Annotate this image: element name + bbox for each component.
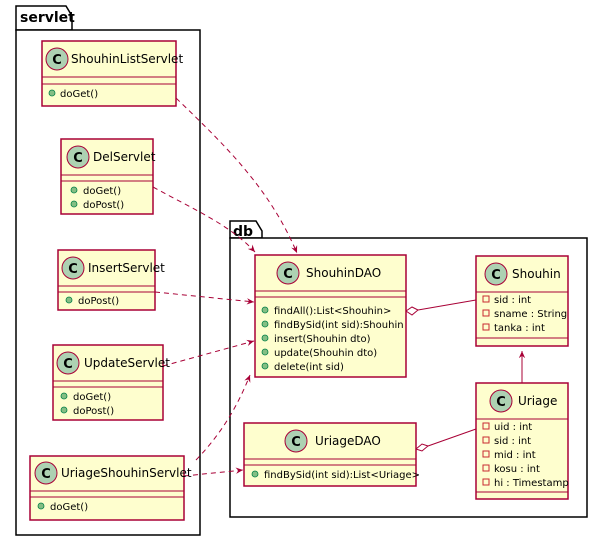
class-name: UriageShouhinServlet xyxy=(61,466,192,480)
public-method-icon xyxy=(48,89,56,97)
class-name: InsertServlet xyxy=(88,261,165,275)
class-shouhinlistservlet[interactable]: C ShouhinListServlet doGet() xyxy=(41,40,183,107)
class-name: ShouhinListServlet xyxy=(71,52,183,66)
dependency-uriageshouhin-to-uriagedao xyxy=(183,467,244,477)
class-name: UriageDAO xyxy=(315,434,381,448)
class-badge-icon xyxy=(276,261,300,285)
class-badge-icon xyxy=(66,145,90,169)
public-method-icon xyxy=(60,392,68,400)
class-badge-icon xyxy=(45,47,69,71)
method: doPost() xyxy=(83,200,124,211)
svg-text:C: C xyxy=(52,53,62,68)
field: kosu : int xyxy=(494,464,540,475)
class-badge-icon xyxy=(284,429,308,453)
public-method-icon xyxy=(261,306,269,314)
class-updateservlet[interactable]: C UpdateServlet doGet() doPost() xyxy=(52,344,170,421)
svg-text:C: C xyxy=(73,151,83,166)
class-uriageshouhinservlet[interactable]: C UriageShouhinServlet doGet() xyxy=(29,455,192,521)
class-delservlet[interactable]: C DelServlet doGet() doPost() xyxy=(60,138,156,215)
field: hi : Timestamp xyxy=(494,478,569,489)
class-name: Shouhin xyxy=(512,267,561,281)
svg-text:C: C xyxy=(491,268,501,283)
field: uid : int xyxy=(494,422,532,433)
svg-text:C: C xyxy=(41,467,51,482)
method: doGet() xyxy=(50,502,88,513)
public-method-icon xyxy=(70,186,78,194)
svg-text:C: C xyxy=(496,395,506,410)
class-uriage[interactable]: C Uriage uid : int sid : int mid : int k… xyxy=(475,382,569,500)
dependency-shouhinlist-to-shouhindao xyxy=(175,97,298,254)
class-name: DelServlet xyxy=(93,150,156,164)
class-badge-icon xyxy=(61,256,85,280)
public-method-icon xyxy=(65,296,73,304)
field: sid : int xyxy=(494,436,531,447)
field: mid : int xyxy=(494,450,536,461)
class-badge-icon xyxy=(34,461,58,485)
method: doGet() xyxy=(73,392,111,403)
dependency-insert-to-shouhindao xyxy=(154,291,255,305)
dependency-update-to-shouhindao xyxy=(162,339,255,367)
class-uriagedao[interactable]: C UriageDAO findBySid(int sid):List<Uria… xyxy=(243,422,420,487)
aggregation-diamond-uriagedao xyxy=(414,443,430,452)
private-field-icon xyxy=(482,295,490,303)
field: tanka : int xyxy=(494,323,545,334)
field: sid : int xyxy=(494,295,531,306)
class-name: ShouhinDAO xyxy=(306,266,381,280)
package-servlet-title: servlet xyxy=(20,10,75,26)
private-field-icon xyxy=(482,436,490,444)
class-name: UpdateServlet xyxy=(84,356,170,370)
public-method-icon xyxy=(261,362,269,370)
svg-text:C: C xyxy=(291,435,301,450)
private-field-icon xyxy=(482,323,490,331)
class-shouhin[interactable]: C Shouhin sid : int sname : String tanka… xyxy=(475,255,569,347)
public-method-icon xyxy=(70,200,78,208)
svg-text:C: C xyxy=(63,357,73,372)
aggregation-diamond-shouhindao xyxy=(405,306,419,316)
method: findBySid(int sid):Shouhin xyxy=(274,320,404,331)
private-field-icon xyxy=(482,478,490,486)
aggregation-shouhindao-shouhin xyxy=(417,299,477,311)
class-badge-icon xyxy=(489,389,513,413)
class-badge-icon xyxy=(56,351,80,375)
public-method-icon xyxy=(261,334,269,342)
method: doGet() xyxy=(83,186,121,197)
private-field-icon xyxy=(482,309,490,317)
method: findBySid(int sid):List<Uriage> xyxy=(264,470,420,481)
package-db-title: db xyxy=(233,224,253,240)
private-field-icon xyxy=(482,422,490,430)
svg-text:C: C xyxy=(283,267,293,282)
private-field-icon xyxy=(482,450,490,458)
class-badge-icon xyxy=(484,262,508,286)
method: delete(int sid) xyxy=(274,362,344,373)
method: doGet() xyxy=(60,89,98,100)
aggregation-uriagedao-uriage xyxy=(427,428,477,447)
class-insertservlet[interactable]: C InsertServlet doPost() xyxy=(57,249,165,311)
field: sname : String xyxy=(494,309,567,320)
public-method-icon xyxy=(60,406,68,414)
public-method-icon xyxy=(261,320,269,328)
method: insert(Shouhin dto) xyxy=(274,334,371,345)
public-method-icon xyxy=(251,470,259,478)
private-field-icon xyxy=(482,464,490,472)
relations xyxy=(152,97,526,477)
class-name: Uriage xyxy=(518,394,557,408)
method: doPost() xyxy=(73,406,114,417)
method: update(Shouhin dto) xyxy=(274,348,377,359)
dependency-uriageshouhin-to-shouhindao xyxy=(195,374,251,461)
public-method-icon xyxy=(37,502,45,510)
public-method-icon xyxy=(261,348,269,356)
class-shouhindao[interactable]: C ShouhinDAO findAll():List<Shouhin> fin… xyxy=(254,254,407,378)
dependency-del-to-shouhindao xyxy=(152,186,256,253)
method: findAll():List<Shouhin> xyxy=(274,306,391,317)
method: doPost() xyxy=(78,296,119,307)
svg-text:C: C xyxy=(68,262,78,277)
